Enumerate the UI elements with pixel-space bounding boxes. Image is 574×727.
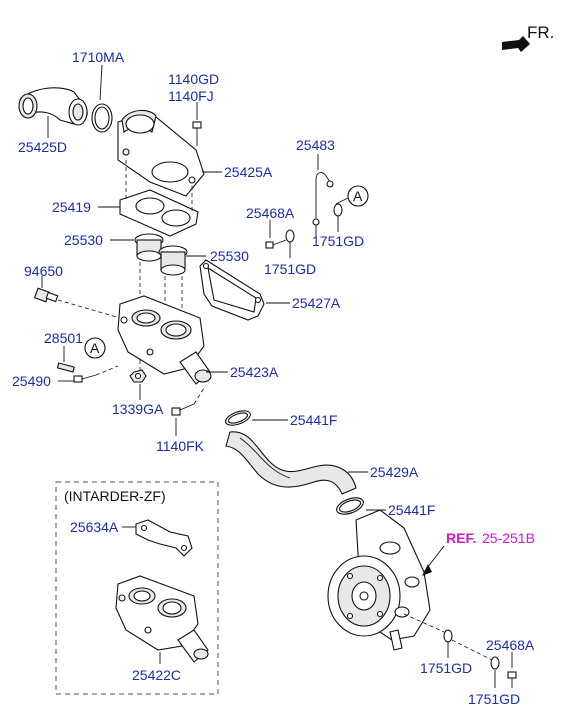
part-washer-1751GD-right: [333, 203, 343, 217]
label-25422C: 25422C: [132, 667, 181, 683]
front-arrow-icon: [502, 36, 530, 52]
part-bracket-25634A: [135, 519, 193, 557]
part-hose-clamp-lower: [336, 497, 364, 515]
label-1710MA: 1710MA: [72, 49, 125, 65]
part-bolt-1140GD: [192, 121, 202, 146]
part-nut-1339GA: [129, 369, 147, 383]
part-hose-clamp-upper: [225, 410, 251, 426]
label-1339GA: 1339GA: [112, 401, 164, 417]
part-pipe-25483: [312, 172, 334, 238]
label-25425A: 25425A: [224, 164, 273, 180]
label-94650: 94650: [24, 263, 63, 279]
marker-a-top-letter: A: [353, 188, 363, 204]
label-1751GD-b: 1751GD: [264, 261, 316, 277]
reference-arrow-icon: [422, 564, 432, 576]
label-25425D: 25425D: [18, 139, 67, 155]
label-25423A: 25423A: [230, 364, 279, 380]
intarder-box-label: (INTARDER-ZF): [64, 488, 166, 504]
part-pin-28501: [56, 362, 75, 373]
label-25429A: 25429A: [370, 464, 419, 480]
marker-a-left-letter: A: [90, 340, 100, 356]
front-direction-indicator: FR.: [502, 23, 554, 52]
part-thermostat-housing: [117, 295, 212, 385]
front-label: FR.: [527, 23, 554, 42]
part-gasket: [119, 189, 199, 237]
reference-prefix: REF.: [446, 530, 476, 546]
label-1751GD-d: 1751GD: [468, 691, 520, 707]
part-coolant-hose: [225, 431, 357, 495]
label-28501: 28501: [44, 330, 83, 346]
part-bolt-25490: [73, 374, 97, 383]
part-bolt-25468A-top: [265, 239, 287, 249]
label-1751GD-c: 1751GD: [420, 660, 472, 676]
part-washer-1751GD-left: [285, 229, 295, 243]
reference-code: 25-251B: [482, 530, 535, 546]
label-25419: 25419: [52, 199, 91, 215]
label-1140GD: 1140GD: [168, 71, 219, 87]
intarder-option-box: (INTARDER-ZF) 25634A 25422C: [55, 481, 219, 695]
label-25634A: 25634A: [70, 519, 119, 535]
part-elbow-pipe: [18, 87, 88, 126]
marker-a-top: A: [347, 185, 369, 207]
reference-label: REF. 25-251B: [446, 530, 535, 546]
part-gasket-25427A: [199, 259, 265, 321]
label-1751GD-a: 1751GD: [312, 233, 364, 249]
label-25441F-upper: 25441F: [290, 412, 337, 428]
label-1140FJ: 1140FJ: [168, 88, 214, 104]
label-25530-left: 25530: [64, 232, 103, 248]
label-25468A-bottom: 25468A: [486, 637, 535, 653]
label-25427A: 25427A: [292, 295, 341, 311]
label-25530-right: 25530: [210, 248, 249, 264]
part-outlet-housing: [117, 109, 205, 197]
label-1140FK: 1140FK: [156, 438, 205, 454]
part-temperature-sensor: [33, 287, 59, 303]
part-o-ring: [91, 103, 113, 133]
part-washer-1751GD-lower-right: [490, 656, 500, 670]
part-housing-25422C: [115, 575, 209, 663]
part-washer-1751GD-lower-left: [443, 629, 453, 643]
label-25490: 25490: [12, 373, 51, 389]
marker-a-left: A: [84, 337, 106, 359]
part-bolt-1140FK: [171, 403, 195, 416]
label-25468A-top: 25468A: [246, 205, 295, 221]
part-water-pump: [327, 509, 431, 651]
part-thermostat-2: [158, 245, 188, 276]
part-thermostat-1: [134, 233, 164, 262]
label-25441F-lower: 25441F: [388, 502, 435, 518]
part-bolt-25468A-bottom: [507, 671, 517, 688]
label-25483: 25483: [296, 137, 335, 153]
